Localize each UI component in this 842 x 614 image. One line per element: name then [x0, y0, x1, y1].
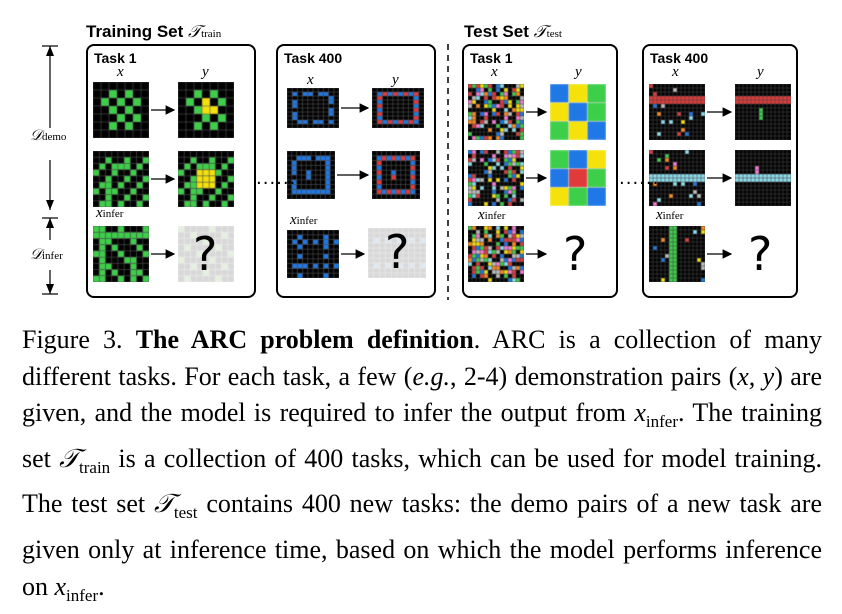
x-label: x	[307, 72, 314, 88]
y-label: y	[202, 64, 209, 80]
x-label: x	[117, 64, 124, 80]
x-label: x	[672, 64, 679, 80]
d-demo-arrow	[42, 45, 58, 295]
x-infer-label: xinfer	[478, 207, 506, 223]
train-task1-label: Task 1	[94, 50, 137, 66]
caption-title: The ARC problem definition	[135, 325, 474, 354]
train-test-separator	[447, 44, 449, 300]
test-task400-demo1-output-grid	[735, 84, 791, 140]
x-infer-label: xinfer	[656, 207, 684, 223]
y-label: y	[392, 72, 399, 88]
x-label: x	[491, 64, 498, 80]
train-task400-infer-output-grid	[368, 228, 426, 278]
test-set-header: Test Set 𝒯test	[464, 22, 562, 42]
test-task400-infer-input-grid	[649, 226, 705, 282]
unknown-output-question-mark: ?	[748, 227, 773, 281]
train-task400-infer-input-grid	[287, 230, 339, 278]
unknown-output-question-mark: ?	[563, 227, 588, 281]
test-task400-demo1-input-grid	[649, 84, 705, 140]
train-task400-demo2-output-grid	[372, 151, 420, 199]
train-task1-infer-output-grid	[178, 226, 234, 282]
test-task400-label: Task 400	[650, 50, 709, 66]
figure-caption: Figure 3. The ARC problem definition. AR…	[22, 325, 823, 605]
training-set-header: Training Set 𝒯train	[86, 22, 222, 42]
train-task400-demo1-output-grid	[372, 88, 424, 128]
x-infer-label: xinfer	[290, 212, 318, 228]
test-task400-demo2-input-grid	[649, 150, 705, 206]
y-label: y	[757, 64, 764, 80]
test-task1-demo2-output-grid	[550, 150, 606, 206]
train-task400-demo1-input-grid	[287, 88, 339, 128]
test-task1-demo2-input-grid	[468, 150, 524, 206]
train-task400-label: Task 400	[284, 50, 343, 66]
y-label: y	[575, 64, 582, 80]
d-infer-label: 𝒟infer	[30, 245, 63, 263]
ellipsis-test: ......	[619, 168, 660, 189]
unknown-output-question-mark: ?	[193, 227, 218, 281]
train-task400-demo2-input-grid	[287, 151, 335, 199]
test-task1-infer-input-grid	[468, 226, 524, 282]
arrows-layer	[151, 103, 733, 259]
test-task1-demo1-input-grid	[468, 84, 524, 140]
ellipsis-train: ......	[256, 168, 297, 189]
x-infer-label: xinfer	[96, 205, 124, 221]
train-task1-demo1-input-grid	[93, 82, 149, 138]
d-demo-label: 𝒟demo	[30, 126, 67, 144]
test-task1-label: Task 1	[470, 50, 513, 66]
test-task400-demo2-output-grid	[735, 150, 791, 206]
train-task1-infer-input-grid	[93, 226, 149, 282]
unknown-output-question-mark: ?	[385, 225, 410, 279]
figure-label: Figure 3.	[22, 325, 123, 354]
train-task1-demo2-output-grid	[178, 151, 234, 207]
test-task1-demo1-output-grid	[550, 84, 606, 140]
train-task1-demo1-output-grid	[178, 82, 234, 138]
train-task1-demo2-input-grid	[93, 151, 149, 207]
